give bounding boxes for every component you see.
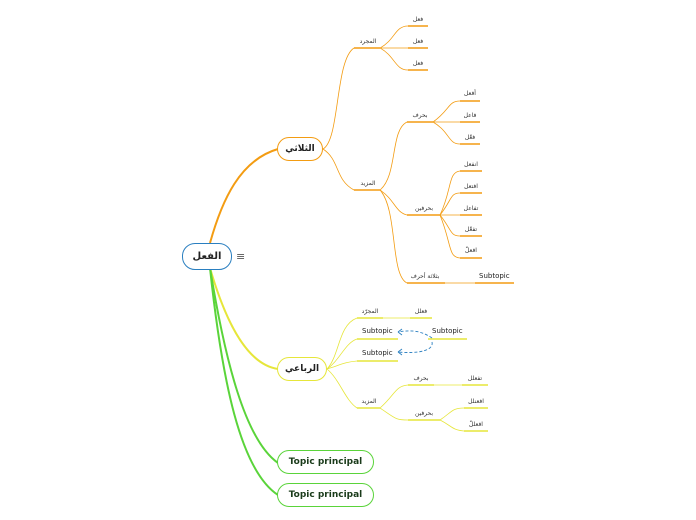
node-rubai-two-letters[interactable]: بحرفين: [414, 410, 434, 417]
node-leaf[interactable]: انفعل: [464, 161, 478, 168]
link-root-topic1: [209, 267, 279, 464]
root-topic[interactable]: الفعل: [182, 243, 232, 270]
node-leaf[interactable]: فعل: [412, 60, 424, 67]
node-leaf[interactable]: تفعلل: [467, 375, 483, 382]
node-leaf[interactable]: افعنلل: [468, 398, 484, 405]
node-subtopic[interactable]: Subtopic: [362, 327, 393, 335]
node-two-letters[interactable]: بحرفين: [414, 205, 434, 212]
node-leaf[interactable]: تفعّل: [464, 226, 478, 233]
node-subtopic[interactable]: Subtopic: [362, 349, 393, 357]
node-leaf[interactable]: افعللّ: [469, 421, 483, 428]
node-floating-subtopic[interactable]: Subtopic: [432, 327, 463, 335]
node-leaf[interactable]: افعلّ: [465, 247, 477, 254]
node-leaf[interactable]: تفاعل: [463, 205, 479, 212]
relation-arrow-2: [397, 341, 433, 353]
link-root-thulathi: [209, 148, 279, 244]
node-mazid[interactable]: المزيد: [360, 180, 376, 187]
node-rubai-mujarrad[interactable]: المجرّد: [361, 308, 379, 315]
node-rubai-one-letter[interactable]: بحرف: [413, 375, 429, 382]
topic-rubai[interactable]: الرباعي: [277, 357, 327, 381]
node-leaf[interactable]: فاعل: [463, 112, 477, 119]
node-leaf[interactable]: فعلل: [414, 308, 428, 315]
link-root-topic2: [209, 267, 279, 496]
topic-principal-2[interactable]: Topic principal: [277, 483, 374, 507]
node-subtopic[interactable]: Subtopic: [479, 272, 510, 280]
node-one-letter[interactable]: بحرف: [412, 112, 428, 119]
node-mujarrad[interactable]: المجرد: [359, 38, 377, 45]
node-three-letters[interactable]: بثلاثة أحرف: [410, 273, 440, 280]
node-leaf[interactable]: فعّل: [464, 134, 476, 141]
relation-arrow-1: [397, 330, 433, 339]
node-rubai-mazid[interactable]: المزيد: [361, 398, 377, 405]
topic-thulathi[interactable]: الثلاثي: [277, 137, 323, 161]
link-root-rubai: [209, 267, 279, 370]
menu-icon[interactable]: ≡: [236, 250, 246, 263]
node-leaf[interactable]: فعل: [412, 16, 424, 23]
node-leaf[interactable]: فعل: [412, 38, 424, 45]
node-leaf[interactable]: أفعل: [464, 90, 476, 97]
node-leaf[interactable]: افتعل: [464, 183, 478, 190]
topic-principal-1[interactable]: Topic principal: [277, 450, 374, 474]
